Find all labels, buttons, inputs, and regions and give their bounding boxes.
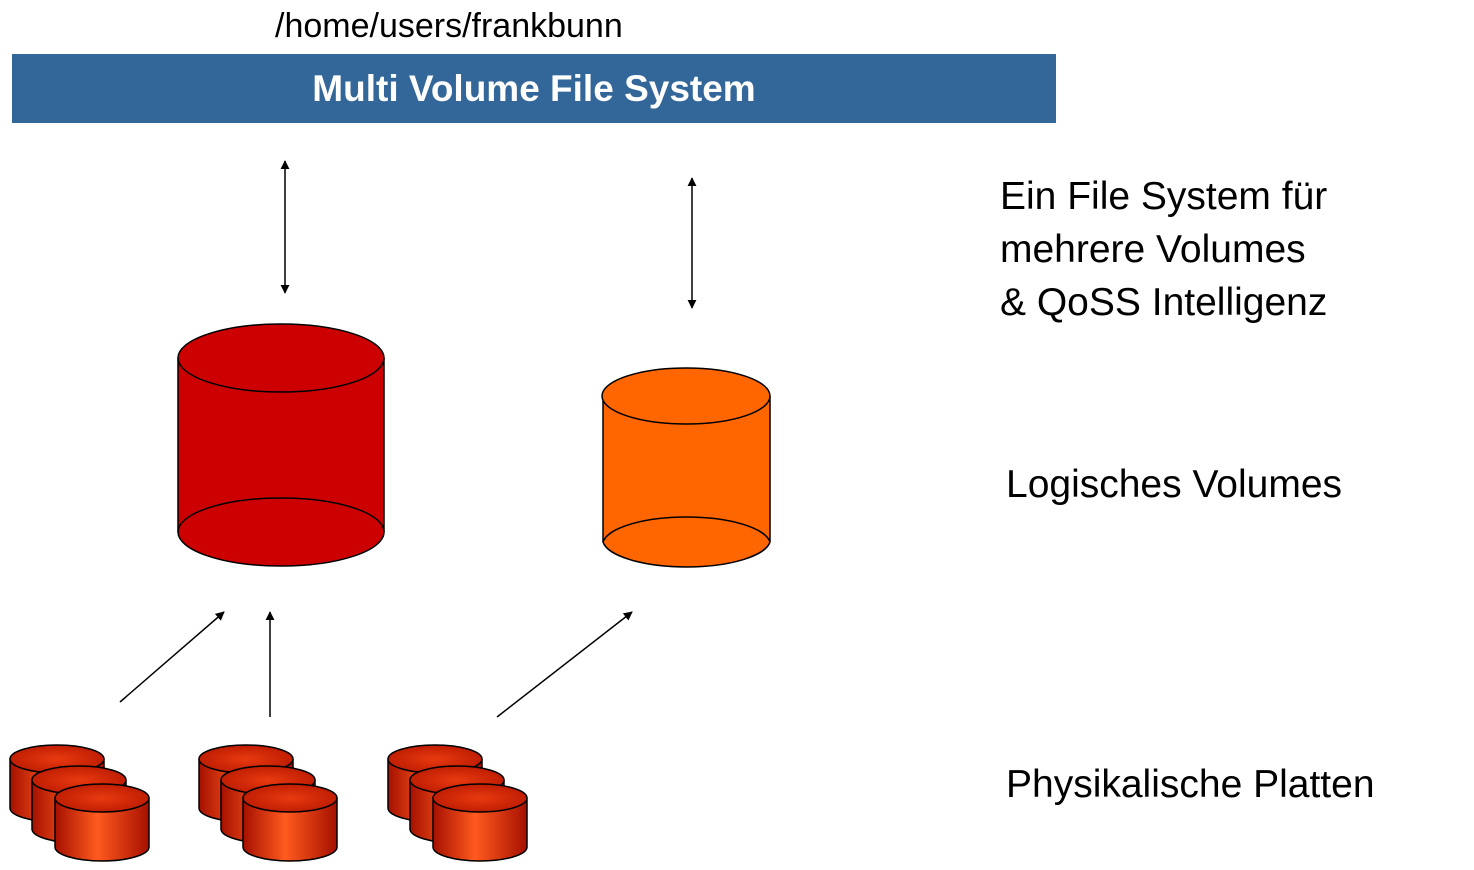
file-system-bar: Multi Volume File System [12, 54, 1056, 123]
file-system-title: Multi Volume File System [312, 67, 756, 109]
file-system-description: Ein File System für mehrere Volumes & Qo… [1000, 170, 1327, 329]
arrow-disks3-to-small-volume [496, 611, 633, 718]
physical-disk-group-2 [198, 744, 338, 862]
physical-disk-group-1 [9, 744, 150, 862]
fs-description-line-1: Ein File System für [1000, 175, 1328, 218]
mount-path-label: /home/users/frankbunn [275, 7, 623, 45]
physical-disks-label: Physikalische Platten [1006, 763, 1375, 806]
logical-volume-small [601, 367, 771, 568]
fs-description-line-2: mehrere Volumes [1000, 228, 1306, 271]
arrow-disks1-to-large-volume [119, 611, 225, 703]
physical-disk-group-3 [387, 744, 528, 862]
fs-description-line-3: & QoSS Intelligenz [1000, 281, 1328, 324]
logical-volumes-label: Logisches Volumes [1006, 463, 1343, 506]
logical-volume-large [177, 323, 385, 567]
